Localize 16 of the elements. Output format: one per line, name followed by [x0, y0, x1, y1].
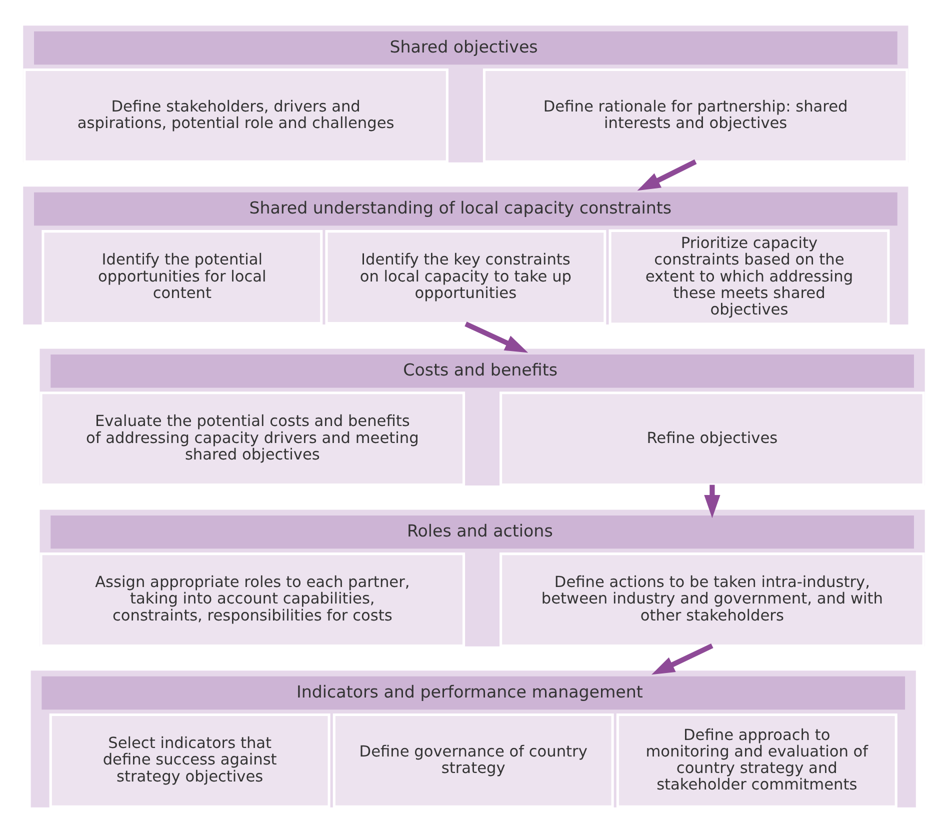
node-box: Assign appropriate roles to each partner, taking into account capabilities, constraints, responsibilities for costs	[40, 552, 466, 647]
node-box: Identify the key constraints on local capacity to take up opportunities	[325, 230, 606, 324]
node-box: Identify the potential opportunities for local content	[42, 230, 323, 324]
node-box: Define stakeholders, drivers and aspirations, potential role and challenges	[23, 68, 448, 162]
node-box: Refine objectives	[500, 391, 925, 486]
node-box: Select indicators that define success against strategy objectives	[49, 712, 330, 808]
arrow	[464, 321, 528, 352]
node-box: Define approach to monitoring and evaluation of country strategy and stakeholder commitments	[616, 712, 898, 808]
arrow	[637, 158, 697, 190]
node-box: Evaluate the potential costs and benefits of addressing capacity drivers and meeting shared objectives	[40, 391, 466, 486]
node-box: Define rationale for partnership: shared interests and objectives	[482, 68, 908, 162]
arrow	[704, 484, 720, 518]
node-box: Define actions to be taken intra-industry, between industry and government, and with other stakeholders	[500, 552, 925, 647]
arrow	[652, 642, 714, 674]
node-box: Prioritize capacity constraints based on the extent to which addressing these meets shared objectives	[608, 228, 890, 325]
node-box: Define governance of country strategy	[332, 712, 614, 808]
